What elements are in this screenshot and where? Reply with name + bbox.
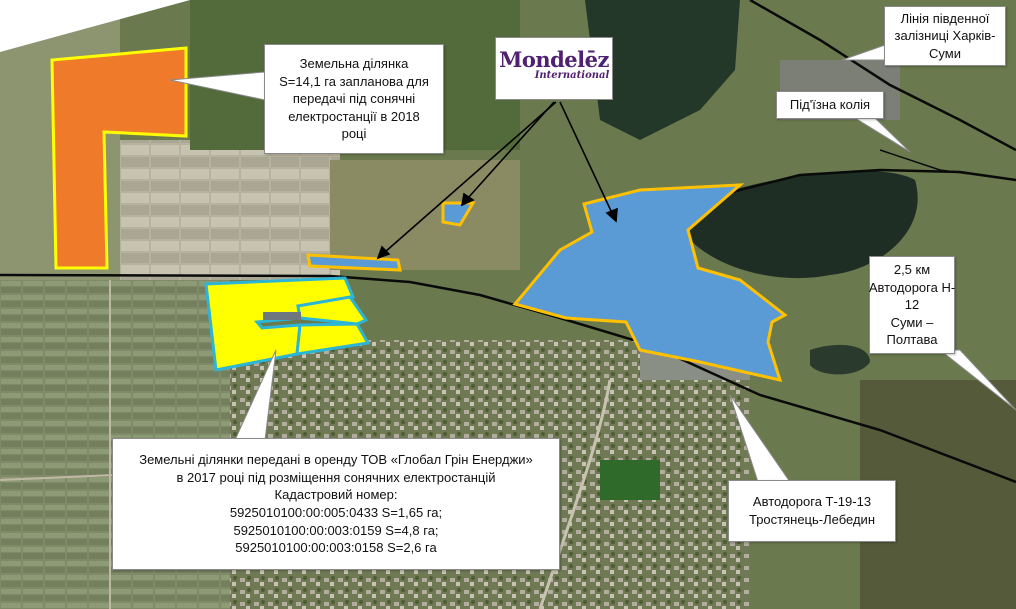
callout-leased-line: 5925010100:00:003:0158 S=2,6 га: [235, 540, 437, 556]
logo-brand-name: Mondelēz: [499, 47, 609, 72]
logo-subtitle: International: [534, 70, 610, 81]
mondelez-plot-main: [512, 183, 788, 383]
callout-leased-line: 5925010100:00:005:0433 S=1,65 га;: [229, 505, 443, 520]
mondelez-logo: Mondelēz International: [495, 37, 613, 100]
callout-railway-line: Суми: [929, 45, 961, 61]
map-white-corner: [0, 0, 190, 52]
plot-2018-orange: [50, 46, 188, 270]
callout-road-t1913-line: Тростянець-Лебедин: [748, 512, 875, 527]
callout-road-h12-line: Полтава: [886, 332, 938, 348]
callout-siding: Під'їзна колія: [776, 91, 884, 119]
railway-north: [749, 0, 1016, 152]
logo-arrows: [376, 101, 618, 260]
callout-leased-line: 5925010100:00:003:0159 S=4,8 га;: [233, 522, 439, 538]
railway-main: [0, 273, 1016, 484]
callout-road-h12-line: 12: [904, 297, 920, 313]
callout-road-t1913: Автодорога Т-19-13 Тростянець-Лебедин: [728, 480, 896, 542]
callout-plot-2018-line: електростанції в 2018: [288, 108, 420, 124]
callout-siding-label: Під'їзна колія: [789, 97, 871, 113]
mondelez-plot-strip: [306, 253, 402, 272]
paddy-fields-north: [110, 140, 340, 280]
dark-lake: [690, 170, 918, 279]
callout-leased-line: Кадастровий номер:: [274, 487, 398, 503]
fields-center: [330, 160, 520, 270]
road-t1913: [538, 379, 612, 609]
leased-plot-1: [204, 276, 356, 372]
callout-plot-2018-line: S=14,1 га запланова для: [279, 73, 429, 89]
leased-plot-building: [263, 312, 301, 320]
pond-east: [810, 344, 870, 375]
callout-road-t1913-line: Автодорога Т-19-13: [752, 494, 872, 510]
callout-road-h12: 2,5 км Автодорога Н- 12 Суми – Полтава: [869, 256, 955, 354]
callout-road-h12-line: Автодорога Н-: [868, 279, 956, 295]
callout-leased-line: в 2017 році під розміщення сонячних елек…: [176, 469, 496, 485]
callout-plot-2018-line: році: [341, 126, 367, 142]
callout-railway-line: Лінія південної: [900, 10, 990, 26]
callout-plot-2018-line: Земельна ділянка: [299, 56, 409, 72]
river-north: [585, 0, 740, 140]
callout-road-h12-line: Суми –: [890, 314, 934, 330]
callout-leased-line: Земельні ділянки передані в оренду ТОВ «…: [139, 452, 533, 468]
callout-railway-line: залізниці Харків-: [894, 28, 996, 44]
leased-plot-3: [295, 322, 371, 356]
callout-plot-2018: Земельна ділянка S=14,1 га запланова для…: [264, 44, 444, 154]
callout-leased-plots: Земельні ділянки передані в оренду ТОВ «…: [112, 438, 560, 570]
callout-plot-2018-line: передачі під сонячні: [292, 91, 416, 107]
green-field-south: [600, 460, 660, 500]
callout-road-h12-line: 2,5 км: [893, 262, 931, 278]
callout-railway-south: Лінія південної залізниці Харків- Суми: [884, 6, 1006, 66]
railway-siding-branch: [879, 149, 1016, 181]
